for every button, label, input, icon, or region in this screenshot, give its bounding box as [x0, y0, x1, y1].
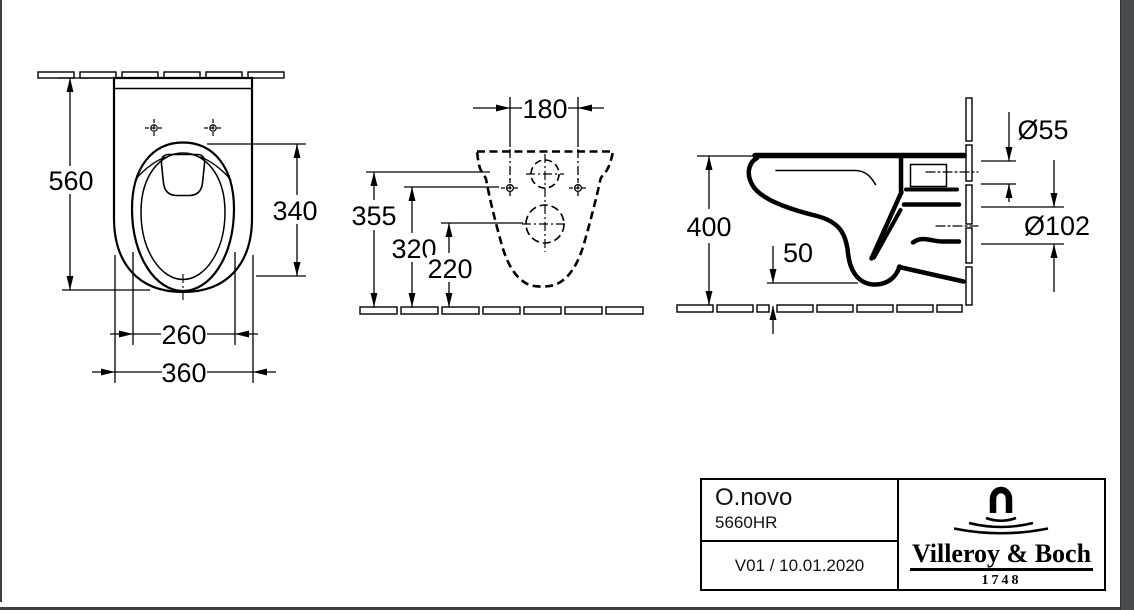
rear-view: 180 355 320 220	[351, 94, 644, 315]
dim-label-clearance: 50	[783, 238, 813, 268]
dim-label-overall-depth: 560	[48, 166, 93, 196]
dim-label-supply-height: 355	[351, 201, 396, 231]
supply-hole-mark	[526, 159, 564, 189]
dim-label-outlet-height: 220	[427, 254, 472, 284]
scrollbar[interactable]	[1120, 0, 1134, 610]
dim-dia55	[981, 112, 1016, 202]
window-left-edge	[0, 0, 2, 602]
flush-distributor	[160, 153, 206, 197]
dim-label-bowl-width: 260	[161, 320, 206, 350]
version-cell: V01 / 10.01.2020	[702, 542, 897, 589]
dim-400	[697, 155, 754, 305]
window-bottom-edge	[0, 607, 1120, 610]
product-cell: O.novo 5660HR	[702, 480, 897, 542]
dim-label-rim-height: 400	[686, 212, 731, 242]
dim-260	[110, 252, 258, 345]
dim-220	[441, 222, 523, 307]
dim-340	[207, 143, 306, 277]
dim-label-hole-spacing: 180	[522, 94, 567, 124]
villeroy-boch-logo-icon	[953, 486, 1049, 535]
top-view: 560 340 260 360	[37, 71, 318, 388]
dim-label-bowl-length: 340	[272, 196, 317, 226]
version-date: V01 / 10.01.2020	[734, 555, 865, 575]
product-name: O.novo	[715, 484, 793, 511]
title-block: O.novo 5660HR V01 / 10.01.2020 Villeroy …	[700, 478, 1106, 591]
outlet-hole-mark	[522, 204, 568, 244]
dim-560	[58, 77, 150, 291]
toilet-side-profile	[746, 152, 979, 287]
wall-section	[965, 97, 973, 306]
dim-label-inlet-diameter: Ø55	[1017, 115, 1068, 145]
dim-320	[404, 186, 499, 307]
brand-wordmark: Villeroy & Boch	[909, 541, 1094, 571]
dim-dia102	[981, 160, 1064, 292]
brand-founded-year: 1748	[981, 573, 1022, 588]
title-block-text-column: O.novo 5660HR V01 / 10.01.2020	[702, 480, 899, 589]
floor-tiles-side	[676, 304, 963, 313]
side-view: 400 50 Ø55 Ø102	[676, 97, 1090, 334]
dim-50	[767, 246, 858, 334]
article-number: 5660HR	[715, 513, 778, 533]
fixing-hole-marks	[501, 179, 587, 197]
floor-tiles	[359, 306, 644, 315]
brand-cell: Villeroy & Boch 1748	[899, 480, 1104, 589]
dim-180	[473, 97, 604, 183]
hinge-hole-marks	[145, 119, 222, 137]
dim-label-outlet-diameter: Ø102	[1024, 211, 1090, 241]
dim-360	[92, 255, 276, 383]
dim-label-overall-width: 360	[161, 358, 206, 388]
dim-355	[366, 171, 490, 307]
